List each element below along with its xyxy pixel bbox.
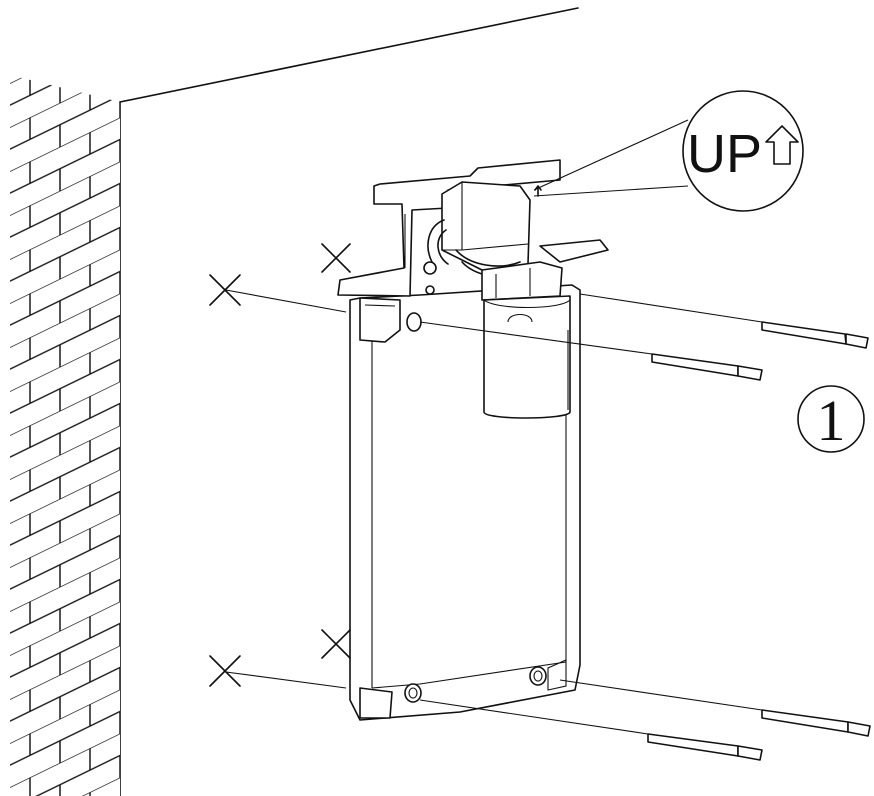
drill-mark [321,243,351,273]
drill-mark [209,655,347,689]
step-number: 1 [817,388,846,453]
drill-mark [209,274,347,313]
up-orientation-callout: UP [533,90,804,212]
device-body [427,181,571,419]
wall-screw [419,699,763,761]
wall-screw [579,293,869,349]
up-label: UP [687,124,762,184]
step-number-badge: 1 [797,385,865,453]
drill-mark [321,629,351,659]
wall-screw [559,679,871,737]
mounting-plate [337,159,609,721]
up-arrow-icon [765,125,799,165]
brick-wall [10,75,120,796]
wall-screw [419,321,763,381]
